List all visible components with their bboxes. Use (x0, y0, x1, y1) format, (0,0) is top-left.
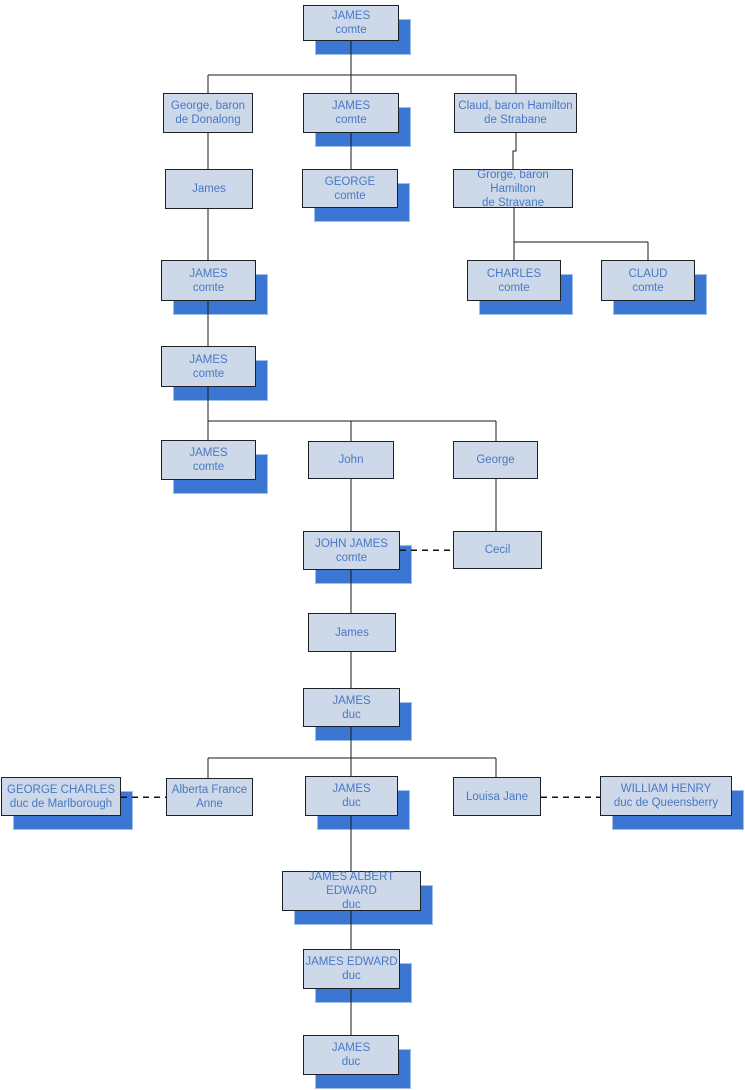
node-george-charles-marlborough: GEORGE CHARLES duc de Marlborough (1, 777, 121, 816)
node-name: JAMES ALBERT EDWARD (308, 871, 395, 897)
node-title: duc (342, 708, 361, 721)
node-james-comte-1: JAMES comte (303, 5, 399, 41)
node-title: comte (192, 367, 225, 380)
node-name: James (192, 183, 226, 195)
node-james-comte-2: JAMES comte (303, 93, 399, 133)
node-name: JAMES (189, 447, 228, 459)
node-name: Claud, baron Hamilton (458, 100, 573, 112)
node-james-duc-2: JAMES duc (305, 776, 398, 816)
node-george: George (453, 441, 538, 479)
node-james-2: James (308, 613, 396, 652)
node-grorge-baron-stravane: Grorge, baron Hamilton de Stravane (453, 168, 573, 209)
node-title: duc (341, 1056, 361, 1068)
node-title: de Donalong (175, 114, 241, 126)
node-title: comte (632, 281, 664, 294)
node-title: comte (335, 114, 367, 126)
node-title: duc de Marlborough (9, 797, 113, 810)
node-name: WILLIAM HENRY (620, 783, 712, 795)
node-name: JAMES (332, 783, 371, 795)
node-james-duc-1: JAMES duc (303, 688, 400, 727)
node-george-baron-donalong: George, baron de Donalong (163, 93, 253, 133)
node-title: duc (342, 970, 361, 982)
node-title: comte (192, 461, 225, 473)
node-name: George, baron (170, 100, 246, 112)
node-alberta-france-anne: Alberta France Anne (166, 778, 253, 816)
node-title: comte (335, 24, 367, 36)
node-name: JAMES (189, 267, 228, 280)
node-title: comte (192, 281, 225, 294)
node-james-1: James (165, 169, 253, 209)
node-charles-comte: CHARLES comte (467, 260, 561, 301)
node-name: George (476, 454, 515, 466)
node-title: duc (342, 797, 361, 809)
node-title: duc (342, 899, 361, 911)
node-james-edward-duc: JAMES EDWARD duc (303, 949, 400, 989)
node-name: CHARLES (486, 267, 542, 280)
node-name: John (338, 454, 364, 466)
node-name: GEORGE CHARLES (7, 783, 115, 796)
node-title: comte (498, 281, 530, 294)
node-cecil: Cecil (453, 531, 542, 569)
node-name: JOHN JAMES (315, 537, 388, 550)
node-george-comte: GEORGE comte (302, 169, 398, 208)
node-name: GEORGE (324, 175, 376, 188)
node-james-duc-3: JAMES duc (303, 1035, 399, 1075)
node-claud-baron-strabane: Claud, baron Hamilton de Strabane (454, 93, 577, 133)
node-title: comte (334, 189, 366, 202)
node-title: Anne (196, 798, 223, 810)
node-james-comte-5: JAMES comte (161, 440, 256, 480)
node-james-comte-3: JAMES comte (161, 260, 256, 301)
node-title: duc de Queensberry (613, 797, 719, 809)
node-name: Grorge, baron Hamilton (477, 168, 549, 195)
node-name: JAMES (331, 10, 371, 22)
node-name: JAMES (189, 353, 228, 366)
node-claud-comte: CLAUD comte (601, 260, 695, 301)
node-name: JAMES (331, 100, 371, 112)
node-louisa-jane: Louisa Jane (453, 777, 541, 816)
node-title: comte (335, 551, 368, 564)
node-name: Louisa Jane (465, 790, 529, 803)
node-title: de Strabane (484, 114, 547, 126)
node-name: James (335, 626, 369, 639)
node-name: JAMES (332, 694, 371, 707)
node-name: JAMES EDWARD (305, 956, 398, 968)
node-title: de Stravane (481, 196, 544, 209)
node-name: CLAUD (628, 267, 668, 280)
node-name: Alberta France (171, 784, 248, 796)
node-james-albert-edward-duc: JAMES ALBERT EDWARD duc (282, 871, 421, 911)
node-william-henry-queensberry: WILLIAM HENRY duc de Queensberry (600, 776, 732, 816)
node-james-comte-4: JAMES comte (161, 346, 256, 387)
node-name: Cecil (484, 544, 511, 556)
node-name: JAMES (331, 1042, 371, 1054)
node-john: John (308, 441, 394, 479)
node-john-james-comte: JOHN JAMES comte (303, 531, 400, 570)
